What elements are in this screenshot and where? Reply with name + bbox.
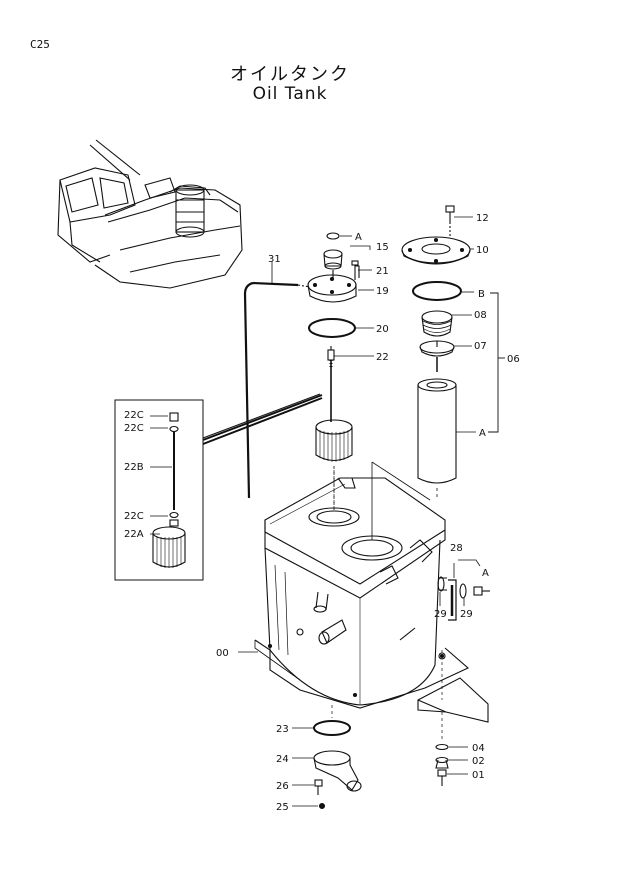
- part-label-04: 04: [472, 743, 485, 754]
- part-label-06: 06: [507, 354, 520, 365]
- drain-assembly: [292, 705, 362, 810]
- page-title-japanese: オイルタンク: [230, 64, 350, 85]
- part-label-15: 15: [376, 242, 389, 253]
- mounting-hardware: [435, 712, 468, 786]
- part-label-12: 12: [476, 213, 489, 224]
- ref-label-b-ring: B: [478, 289, 485, 300]
- mounting-bracket: [417, 650, 489, 723]
- filter-assembly-22: [315, 346, 374, 510]
- part-label-31: 31: [268, 254, 281, 265]
- reference-letters: A B A A: [355, 232, 489, 579]
- part-label-10: 10: [476, 245, 489, 256]
- part-label-20: 20: [376, 324, 389, 335]
- page-code: C25: [30, 38, 50, 51]
- part-label-08: 08: [474, 310, 487, 321]
- suction-pipe-31: [243, 262, 311, 499]
- page-title: Oil Tank: [252, 84, 328, 104]
- cap-assembly: [307, 232, 374, 303]
- part-label-26: 26: [276, 781, 289, 792]
- o-ring-20: [308, 318, 374, 338]
- part-label-07: 07: [474, 341, 487, 352]
- ref-label-a-fitting: A: [482, 568, 489, 579]
- part-label-23: 23: [276, 724, 289, 735]
- excavator-thumbnail: [57, 139, 243, 289]
- part-label-21: 21: [376, 266, 389, 277]
- part-label-22c-bottom: 22C: [124, 511, 144, 522]
- part-label-00: 00: [216, 648, 229, 659]
- part-label-22c-mid: 22C: [124, 423, 144, 434]
- part-label-19: 19: [376, 286, 389, 297]
- part-label-22a: 22A: [124, 529, 144, 540]
- part-label-01: 01: [472, 770, 485, 781]
- part-label-28: 28: [450, 543, 463, 554]
- flange-assembly: [401, 205, 474, 265]
- ref-label-a-cap: A: [355, 232, 362, 243]
- filter-detail-box: [114, 393, 323, 581]
- part-label-22c-top: 22C: [124, 410, 144, 421]
- oil-tank-00: [238, 461, 470, 709]
- fitting-assembly-28: [437, 559, 490, 621]
- part-label-29-right: 29: [460, 609, 473, 620]
- part-label-24: 24: [276, 754, 289, 765]
- ref-label-a-element: A: [479, 428, 486, 439]
- part-label-02: 02: [472, 756, 485, 767]
- part-label-29-left: 29: [434, 609, 447, 620]
- part-labels: 12 10 15 21 19 20 22 31 08 07 06 22C 22C…: [124, 213, 520, 813]
- part-label-25: 25: [276, 802, 289, 813]
- part-label-22b: 22B: [124, 462, 144, 473]
- breather-assembly-06: [412, 281, 505, 500]
- part-label-22: 22: [376, 352, 389, 363]
